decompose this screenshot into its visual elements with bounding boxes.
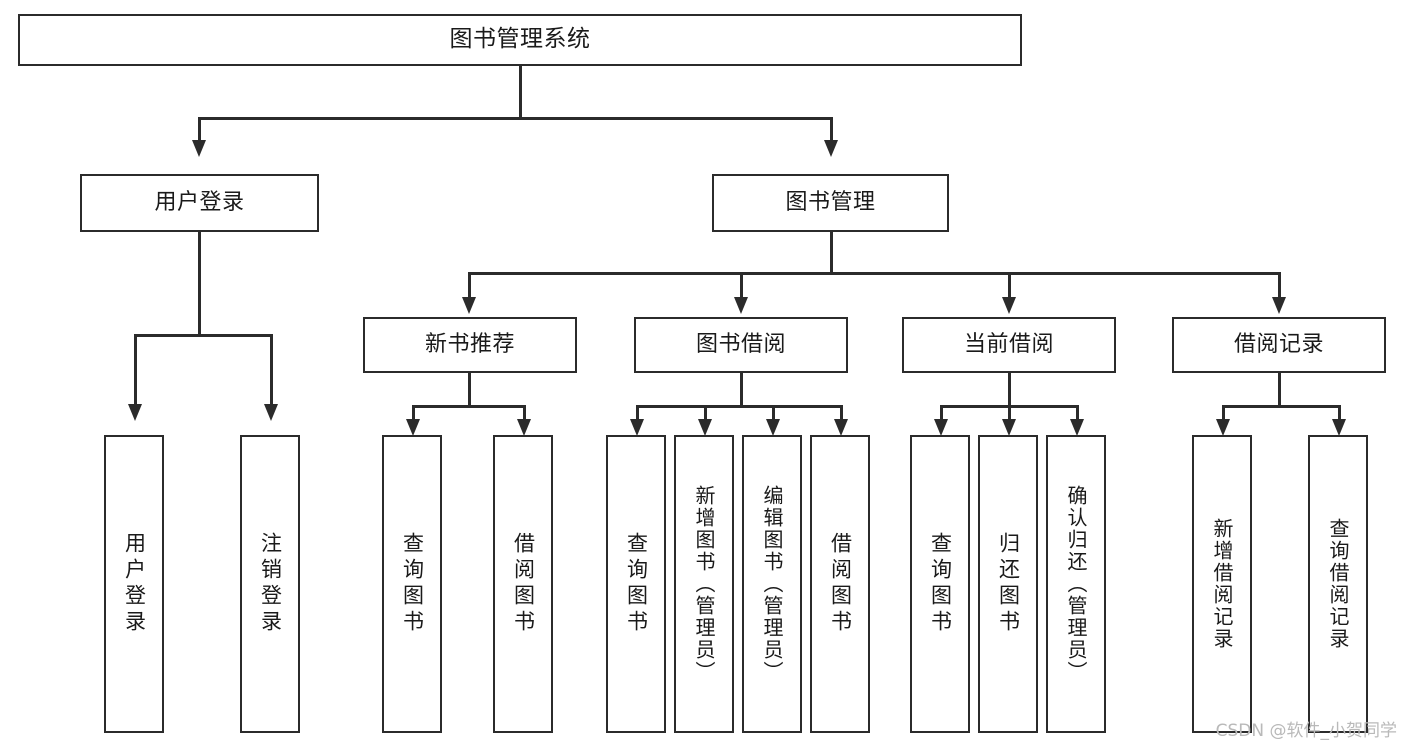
node-label: 查询图书 (928, 532, 953, 636)
leaf-query-book-borrow[interactable]: 查询图书 (606, 435, 666, 733)
node-label: 图书管理 (785, 190, 876, 216)
arrowhead-leaf-add-record (1216, 419, 1230, 436)
leaf-edit-book-admin[interactable]: 编辑图书（管理员） (742, 435, 802, 733)
connector-drop-leaf-user-login (134, 334, 137, 406)
connector-level2-bus (468, 272, 1279, 275)
node-book-borrow[interactable]: 图书借阅 (634, 317, 848, 373)
connector-book-borrow-bus (636, 405, 842, 408)
connector-book-management-stem (830, 232, 833, 274)
connector-drop-book-borrow (740, 272, 743, 299)
arrowhead-leaf-borrow-book-1 (517, 419, 531, 436)
connector-user-login-bus (134, 334, 272, 337)
arrowhead-book-borrow (734, 297, 748, 314)
arrowhead-borrow-records (1272, 297, 1286, 314)
node-label: 借阅图书 (511, 532, 536, 636)
node-label: 借阅图书 (828, 532, 853, 636)
connector-borrow-records-bus (1222, 405, 1340, 408)
arrowhead-leaf-add-book (698, 419, 712, 436)
connector-drop-leaf-return-book (1008, 405, 1011, 421)
node-label: 新增借阅记录 (1210, 518, 1234, 650)
arrowhead-user-login (192, 140, 206, 157)
node-label: 图书借阅 (695, 332, 786, 358)
connector-drop-leaf-query-book-1 (412, 405, 415, 421)
node-borrow-records[interactable]: 借阅记录 (1172, 317, 1386, 373)
leaf-query-borrow-record[interactable]: 查询借阅记录 (1308, 435, 1368, 733)
node-user-login[interactable]: 用户登录 (80, 174, 319, 232)
node-label: 查询图书 (400, 532, 425, 636)
connector-drop-leaf-edit-book (772, 405, 775, 421)
node-label: 查询借阅记录 (1326, 518, 1350, 650)
connector-drop-book-management (830, 117, 833, 142)
leaf-user-login[interactable]: 用户登录 (104, 435, 164, 733)
connector-new-book-stem (468, 373, 471, 407)
connector-user-login-stem (198, 232, 201, 335)
leaf-query-book-current[interactable]: 查询图书 (910, 435, 970, 733)
arrowhead-leaf-return-book (1002, 419, 1016, 436)
connector-drop-leaf-borrow-book-1 (523, 405, 526, 421)
connector-drop-new-book (468, 272, 471, 299)
arrowhead-book-management (824, 140, 838, 157)
node-label: 用户登录 (122, 532, 147, 636)
leaf-borrow-book[interactable]: 借阅图书 (810, 435, 870, 733)
arrowhead-leaf-query-book-3 (934, 419, 948, 436)
connector-drop-leaf-query-book-3 (940, 405, 943, 421)
arrowhead-leaf-user-login (128, 404, 142, 421)
leaf-query-book-recommend[interactable]: 查询图书 (382, 435, 442, 733)
leaf-add-borrow-record[interactable]: 新增借阅记录 (1192, 435, 1252, 733)
connector-drop-leaf-borrow-book-2 (840, 405, 843, 421)
connector-drop-leaf-add-book (704, 405, 707, 421)
connector-drop-leaf-query-book-2 (636, 405, 639, 421)
node-root-book-management-system[interactable]: 图书管理系统 (18, 14, 1022, 66)
node-label: 归还图书 (996, 532, 1021, 636)
node-label: 确认归还（管理员） (1064, 485, 1088, 683)
connector-borrow-records-stem (1278, 373, 1281, 407)
arrowhead-leaf-edit-book (766, 419, 780, 436)
node-label: 新书推荐 (424, 332, 515, 358)
leaf-borrow-book-recommend[interactable]: 借阅图书 (493, 435, 553, 733)
arrowhead-leaf-query-book-2 (630, 419, 644, 436)
connector-drop-leaf-logout (270, 334, 273, 406)
leaf-logout[interactable]: 注销登录 (240, 435, 300, 733)
node-label: 借阅记录 (1233, 332, 1324, 358)
leaf-return-book[interactable]: 归还图书 (978, 435, 1038, 733)
connector-drop-borrow-records (1278, 272, 1281, 299)
connector-drop-leaf-confirm-return (1076, 405, 1079, 421)
leaf-add-book-admin[interactable]: 新增图书（管理员） (674, 435, 734, 733)
arrowhead-leaf-borrow-book-2 (834, 419, 848, 436)
node-new-book-recommend[interactable]: 新书推荐 (363, 317, 577, 373)
arrowhead-leaf-logout (264, 404, 278, 421)
node-label: 注销登录 (258, 532, 283, 636)
node-book-management[interactable]: 图书管理 (712, 174, 949, 232)
connector-drop-current-borrow (1008, 272, 1011, 299)
arrowhead-new-book (462, 297, 476, 314)
node-current-borrow[interactable]: 当前借阅 (902, 317, 1116, 373)
node-label: 新增图书（管理员） (692, 485, 716, 683)
arrowhead-current-borrow (1002, 297, 1016, 314)
connector-new-book-bus (412, 405, 526, 408)
connector-drop-user-login (198, 117, 201, 142)
arrowhead-leaf-query-book-1 (406, 419, 420, 436)
node-label: 用户登录 (154, 190, 245, 216)
node-label: 图书管理系统 (449, 26, 591, 53)
connector-drop-leaf-add-record (1222, 405, 1225, 421)
connector-level1-bus (198, 117, 832, 120)
node-label: 编辑图书（管理员） (760, 485, 784, 683)
connector-drop-leaf-query-record (1338, 405, 1341, 421)
connector-book-borrow-stem (740, 373, 743, 407)
leaf-confirm-return-admin[interactable]: 确认归还（管理员） (1046, 435, 1106, 733)
node-label: 当前借阅 (963, 332, 1054, 358)
node-label: 查询图书 (624, 532, 649, 636)
arrowhead-leaf-confirm-return (1070, 419, 1084, 436)
connector-current-borrow-stem (1008, 373, 1011, 407)
connector-root-stem (519, 66, 522, 118)
arrowhead-leaf-query-record (1332, 419, 1346, 436)
